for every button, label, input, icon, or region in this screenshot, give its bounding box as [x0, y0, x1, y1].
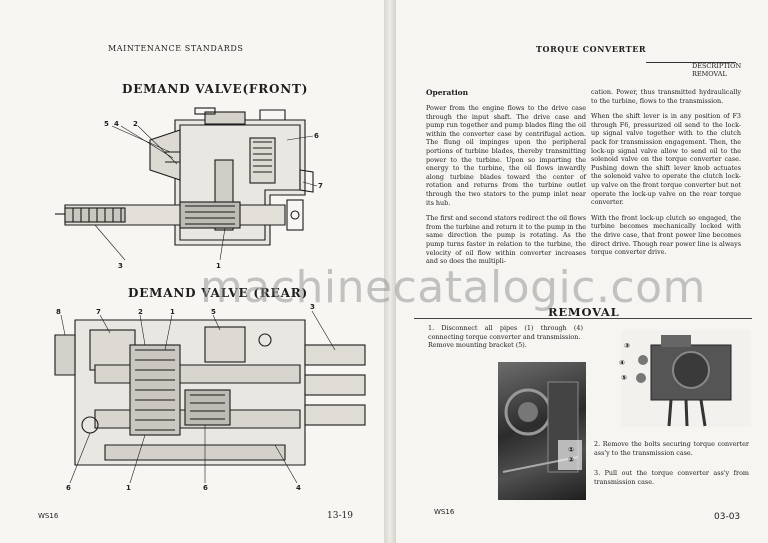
- col2-para-2: When the shift lever is in any position …: [591, 112, 741, 207]
- removal-step-2: 2. Remove the bolts securing torque conv…: [594, 440, 749, 457]
- front-callout-2: 2: [133, 120, 138, 128]
- photo-2-callout-4: ④: [619, 359, 625, 367]
- rear-callout-3: 3: [310, 303, 315, 311]
- left-footer-code: WS16: [38, 512, 59, 520]
- photo-1-callout-2: ②: [568, 456, 574, 464]
- photo-2-callout-5: ⑤: [621, 374, 627, 382]
- col1-para-2: The first and second stators redirect th…: [426, 214, 586, 266]
- removal-photo-1: [498, 362, 586, 500]
- removal-photo-2: [621, 330, 751, 427]
- front-callout-5: 5: [104, 120, 109, 128]
- demand-valve-rear-drawing: [54, 310, 366, 484]
- front-callout-3: 3: [118, 262, 123, 270]
- section-tag-description: DESCRIPTION: [692, 62, 742, 70]
- operation-column-1: Power from the engine flows to the drive…: [426, 104, 586, 273]
- removal-title: REMOVAL: [548, 305, 620, 319]
- front-callout-1: 1: [216, 262, 221, 270]
- rear-callout-2: 2: [138, 308, 143, 316]
- rear-callout-6a: 6: [66, 484, 71, 492]
- section-tag-removal: REMOVAL: [692, 70, 727, 78]
- photo-2-callout-3: ③: [624, 342, 630, 350]
- rear-callout-4: 4: [296, 484, 301, 492]
- front-callout-6: 6: [314, 132, 319, 140]
- rear-callout-5: 5: [211, 308, 216, 316]
- operation-heading: Operation: [426, 88, 469, 97]
- step-1-text: 1. Disconnect all pipes (1) through (4) …: [428, 324, 583, 341]
- rear-callout-8: 8: [56, 308, 61, 316]
- rear-callout-1b: 1: [126, 484, 131, 492]
- left-page: MAINTENANCE STANDARDS DEMAND VALVE(FRONT…: [38, 44, 366, 521]
- photo-2-detail: [636, 335, 732, 427]
- rear-callout-6b: 6: [203, 484, 208, 492]
- rear-callout-1a: 1: [170, 308, 175, 316]
- right-page: TORQUE CONVERTER DESCRIPTION REMOVAL Ope…: [396, 0, 768, 543]
- left-page-number: 13-19: [327, 511, 353, 521]
- front-callout-4: 4: [114, 120, 119, 128]
- right-header: TORQUE CONVERTER: [536, 44, 647, 54]
- photo-1-detail: [502, 381, 582, 473]
- removal-step-1: 1. Disconnect all pipes (1) through (4) …: [428, 324, 583, 350]
- book-gutter: [384, 0, 396, 543]
- step-1b-text: Remove mounting bracket (5).: [428, 341, 527, 350]
- demand-valve-front-drawing: [55, 107, 318, 261]
- right-footer-code: WS16: [434, 508, 455, 516]
- col1-para-1: Power from the engine flows to the drive…: [426, 104, 586, 207]
- left-header: MAINTENANCE STANDARDS: [108, 44, 244, 53]
- col2-para-3: With the front lock-up clutch so engaged…: [591, 213, 741, 257]
- removal-step-3: 3. Pull out the torque converter ass'y f…: [594, 469, 749, 486]
- photo-1-callout-1: ①: [568, 446, 574, 454]
- right-page-number: 03-03: [714, 512, 741, 522]
- front-callout-7: 7: [318, 182, 323, 190]
- rear-valve-title: DEMAND VALVE (REAR): [128, 286, 308, 300]
- removal-rule: [414, 318, 752, 319]
- header-rule: [646, 62, 736, 63]
- operation-column-2: cation. Power, thus transmitted hydrauli…: [591, 88, 741, 264]
- col2-para-1: cation. Power, thus transmitted hydrauli…: [591, 88, 741, 105]
- front-valve-title: DEMAND VALVE(FRONT): [122, 82, 309, 96]
- rear-callout-7: 7: [96, 308, 101, 316]
